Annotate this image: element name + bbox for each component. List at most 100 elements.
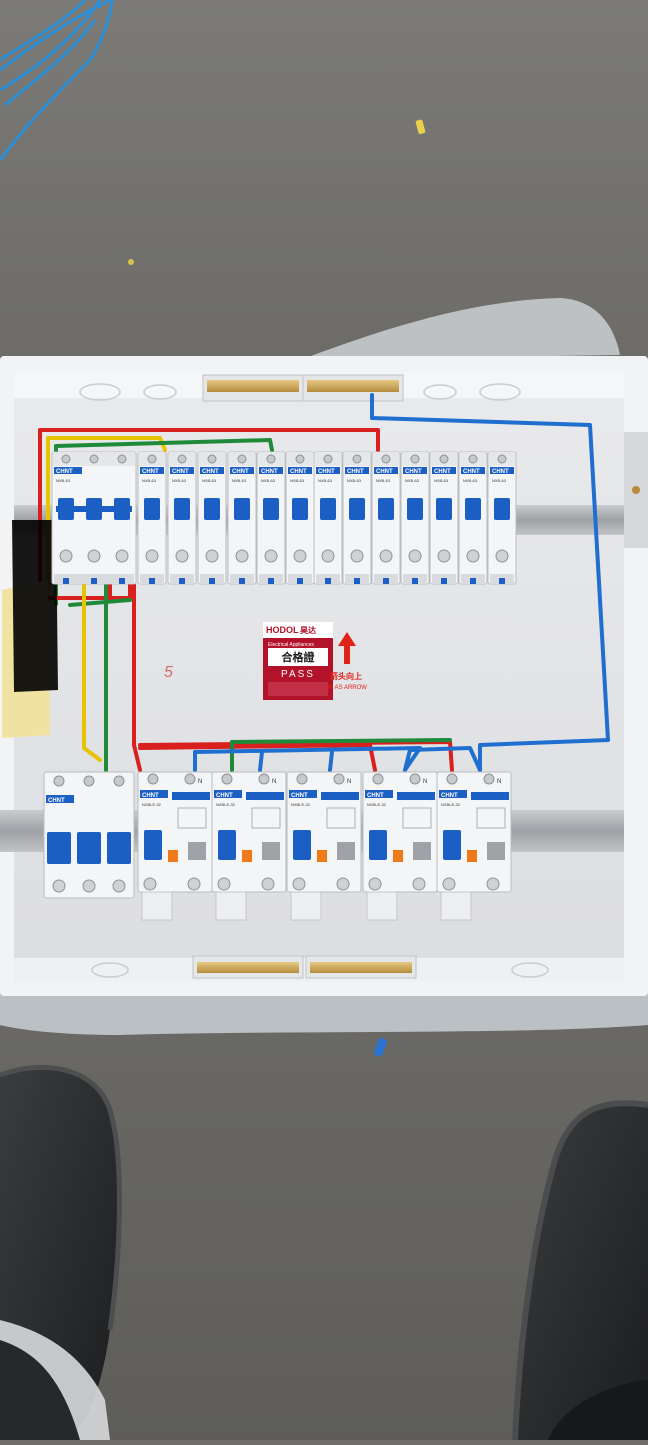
breaker-brand: CHNT	[142, 793, 159, 799]
terminal-screw	[296, 773, 308, 785]
breaker-brand: CHNT	[347, 469, 364, 475]
bottom-clip-blue	[441, 578, 447, 584]
breaker-toggle	[494, 498, 510, 520]
breaker-model: NXBLE-32	[216, 802, 236, 807]
arrow-instruction-en: UP AS ARROW	[325, 685, 367, 691]
terminal-screw	[187, 877, 201, 891]
brand-plate	[46, 795, 74, 803]
breaker-body	[436, 771, 512, 893]
bottom-clip-blue	[412, 578, 418, 584]
breaker-brand: CHNT	[216, 793, 233, 799]
rcd-brand-plate	[246, 792, 284, 800]
breaker-brand: CHNT	[434, 469, 451, 475]
terminal-screw	[439, 454, 449, 464]
terminal-screw	[466, 549, 480, 563]
qr-code	[188, 842, 206, 860]
terminal-screw	[258, 773, 270, 785]
top-breaker-row: CHNTNXB-63CHNTNXB-63CHNTNXB-63CHNTNXB-63…	[51, 451, 517, 585]
bottom-clip-blue	[239, 578, 245, 584]
qr-code	[262, 842, 280, 860]
circuit-diagram	[251, 807, 281, 829]
breaker-toggle	[174, 498, 190, 520]
breaker-model: NXB-63	[347, 478, 362, 483]
top-breaker-3: CHNT NXB-63	[197, 451, 227, 585]
wire-16	[328, 750, 334, 772]
terminal-screw	[175, 549, 189, 563]
terminal-screw	[295, 454, 305, 464]
bottom-clip-blue	[268, 578, 274, 584]
bottom-main-breaker: CHNT	[43, 771, 135, 899]
hinge-screw	[632, 486, 640, 494]
breaker-brand: CHNT	[48, 798, 65, 804]
brand-plate	[289, 790, 317, 798]
terminal-screw	[115, 549, 129, 563]
terminal-screw	[410, 454, 420, 464]
terminal-screw	[368, 877, 382, 891]
breaker-model: NXB-63	[492, 478, 507, 483]
terminal-screw	[408, 549, 422, 563]
wire-12	[230, 738, 452, 744]
label-pass-cn: 合格證	[282, 650, 316, 664]
terminal-screw	[264, 549, 278, 563]
rcd-brand-plate	[172, 792, 210, 800]
breaker-body	[286, 771, 362, 893]
qr-code	[337, 842, 355, 860]
arrow-instruction-cn: 箭头向上	[330, 671, 362, 681]
test-button	[317, 850, 327, 862]
bottom-clip-blue	[63, 578, 69, 584]
breaker-model: NXB-63	[202, 478, 217, 483]
breaker-brand: CHNT	[202, 469, 219, 475]
breaker-toggle	[263, 498, 279, 520]
wire-0	[38, 428, 380, 600]
brand-plate	[230, 467, 254, 474]
neutral-terminal-letter: N	[198, 779, 202, 785]
bottom-clip-blue	[91, 578, 97, 584]
breaker-brand: CHNT	[441, 793, 458, 799]
breaker-toggle	[144, 498, 160, 520]
wiring	[32, 393, 610, 772]
brand-plate	[259, 467, 283, 474]
yellow-paper-notes	[2, 520, 58, 738]
up-arrow-icon	[338, 632, 356, 664]
wire-14	[193, 746, 422, 772]
bottom-clip-blue	[383, 578, 389, 584]
brand-plate	[439, 790, 467, 798]
terminal-screw	[145, 549, 159, 563]
test-button	[393, 850, 403, 862]
circuit-diagram	[177, 807, 207, 829]
test-button	[467, 850, 477, 862]
breaker-toggle	[436, 498, 452, 520]
terminal-screw	[412, 877, 426, 891]
breaker-brand: CHNT	[367, 793, 384, 799]
terminal-screw	[321, 549, 335, 563]
breaker-toggle	[443, 830, 461, 860]
terminal-screw	[207, 454, 217, 464]
brand-plate	[374, 467, 398, 474]
neutral-terminal-letter: N	[497, 779, 501, 785]
knockout-holes	[79, 383, 549, 978]
wire-15	[258, 750, 264, 772]
brand-plate	[54, 467, 82, 474]
breaker-brand: CHNT	[232, 469, 249, 475]
brand-plate	[288, 467, 312, 474]
breaker-brand: CHNT	[405, 469, 422, 475]
bottom-terminal-bars	[192, 955, 417, 979]
terminal-screw	[217, 877, 231, 891]
breaker-brand: CHNT	[463, 469, 480, 475]
pass-label-header	[263, 622, 333, 638]
wire-6	[82, 578, 102, 762]
breaker-toggle	[407, 498, 423, 520]
breaker-toggle	[47, 832, 71, 864]
terminal-screw	[147, 773, 159, 785]
brand-plate	[170, 467, 194, 474]
bottom-clip-blue	[179, 578, 185, 584]
panel-marking: 5	[164, 664, 173, 681]
bottom-clip-blue	[209, 578, 215, 584]
